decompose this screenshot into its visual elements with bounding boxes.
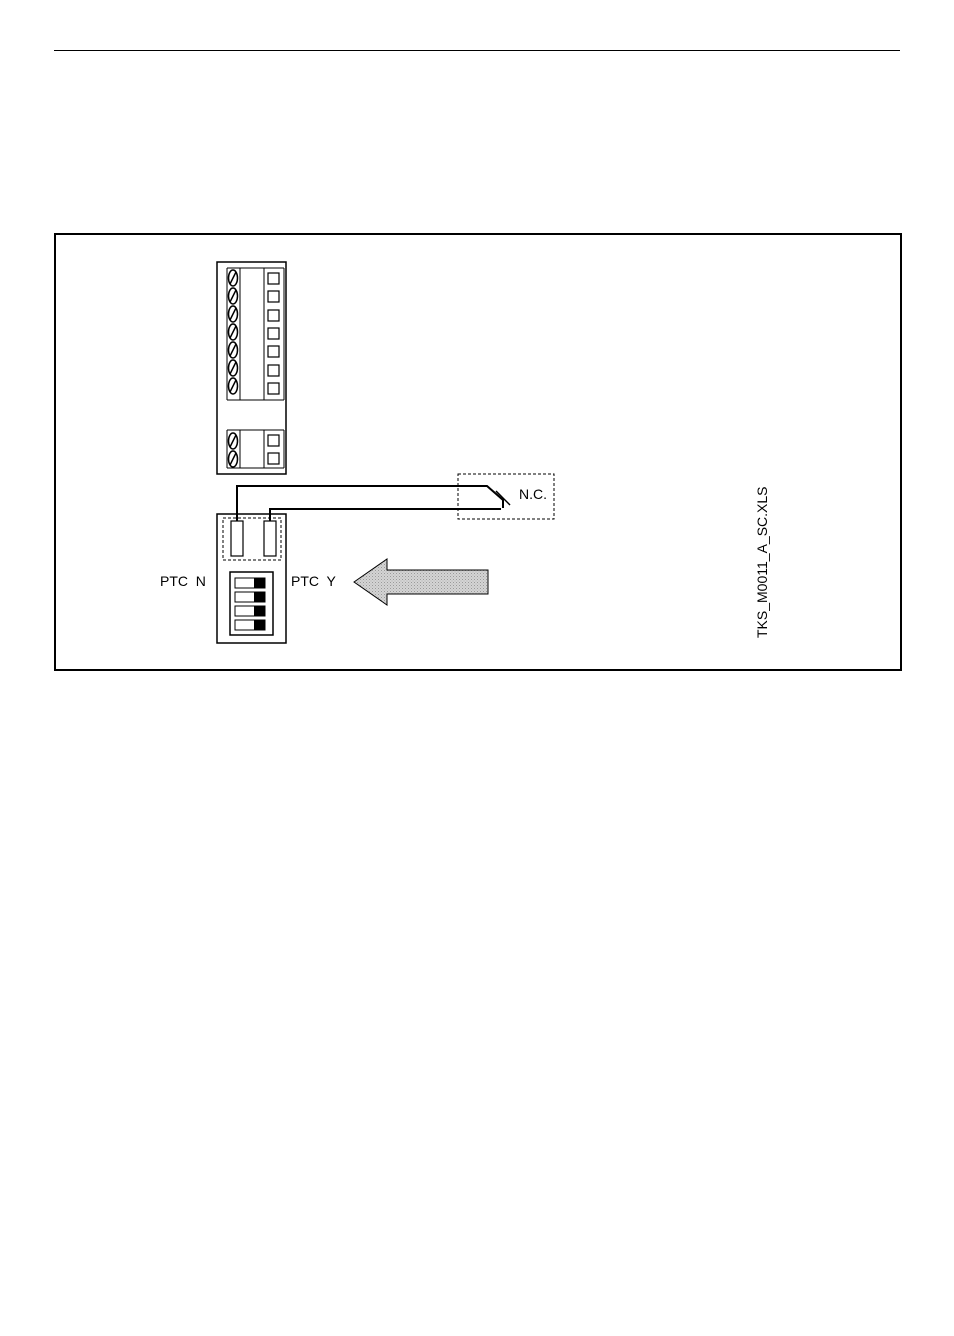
lower-terminal-pair xyxy=(227,430,284,468)
ptc-terminal-left xyxy=(231,521,243,556)
wires xyxy=(237,486,510,521)
screw-terminals xyxy=(229,270,238,394)
indicator-arrow xyxy=(354,559,488,605)
dip-switch-block xyxy=(230,572,273,635)
file-reference-label: TKS_M0011_A_SC.XLS xyxy=(754,487,770,639)
ptc-terminal-right xyxy=(264,521,276,556)
terminal-slots xyxy=(268,273,279,394)
ptc-y-label: PTC Y xyxy=(291,573,337,589)
ptc-module xyxy=(217,514,286,643)
terminal-module xyxy=(217,262,286,474)
nc-label: N.C. xyxy=(519,486,547,502)
ptc-n-label: PTC N xyxy=(160,573,206,589)
